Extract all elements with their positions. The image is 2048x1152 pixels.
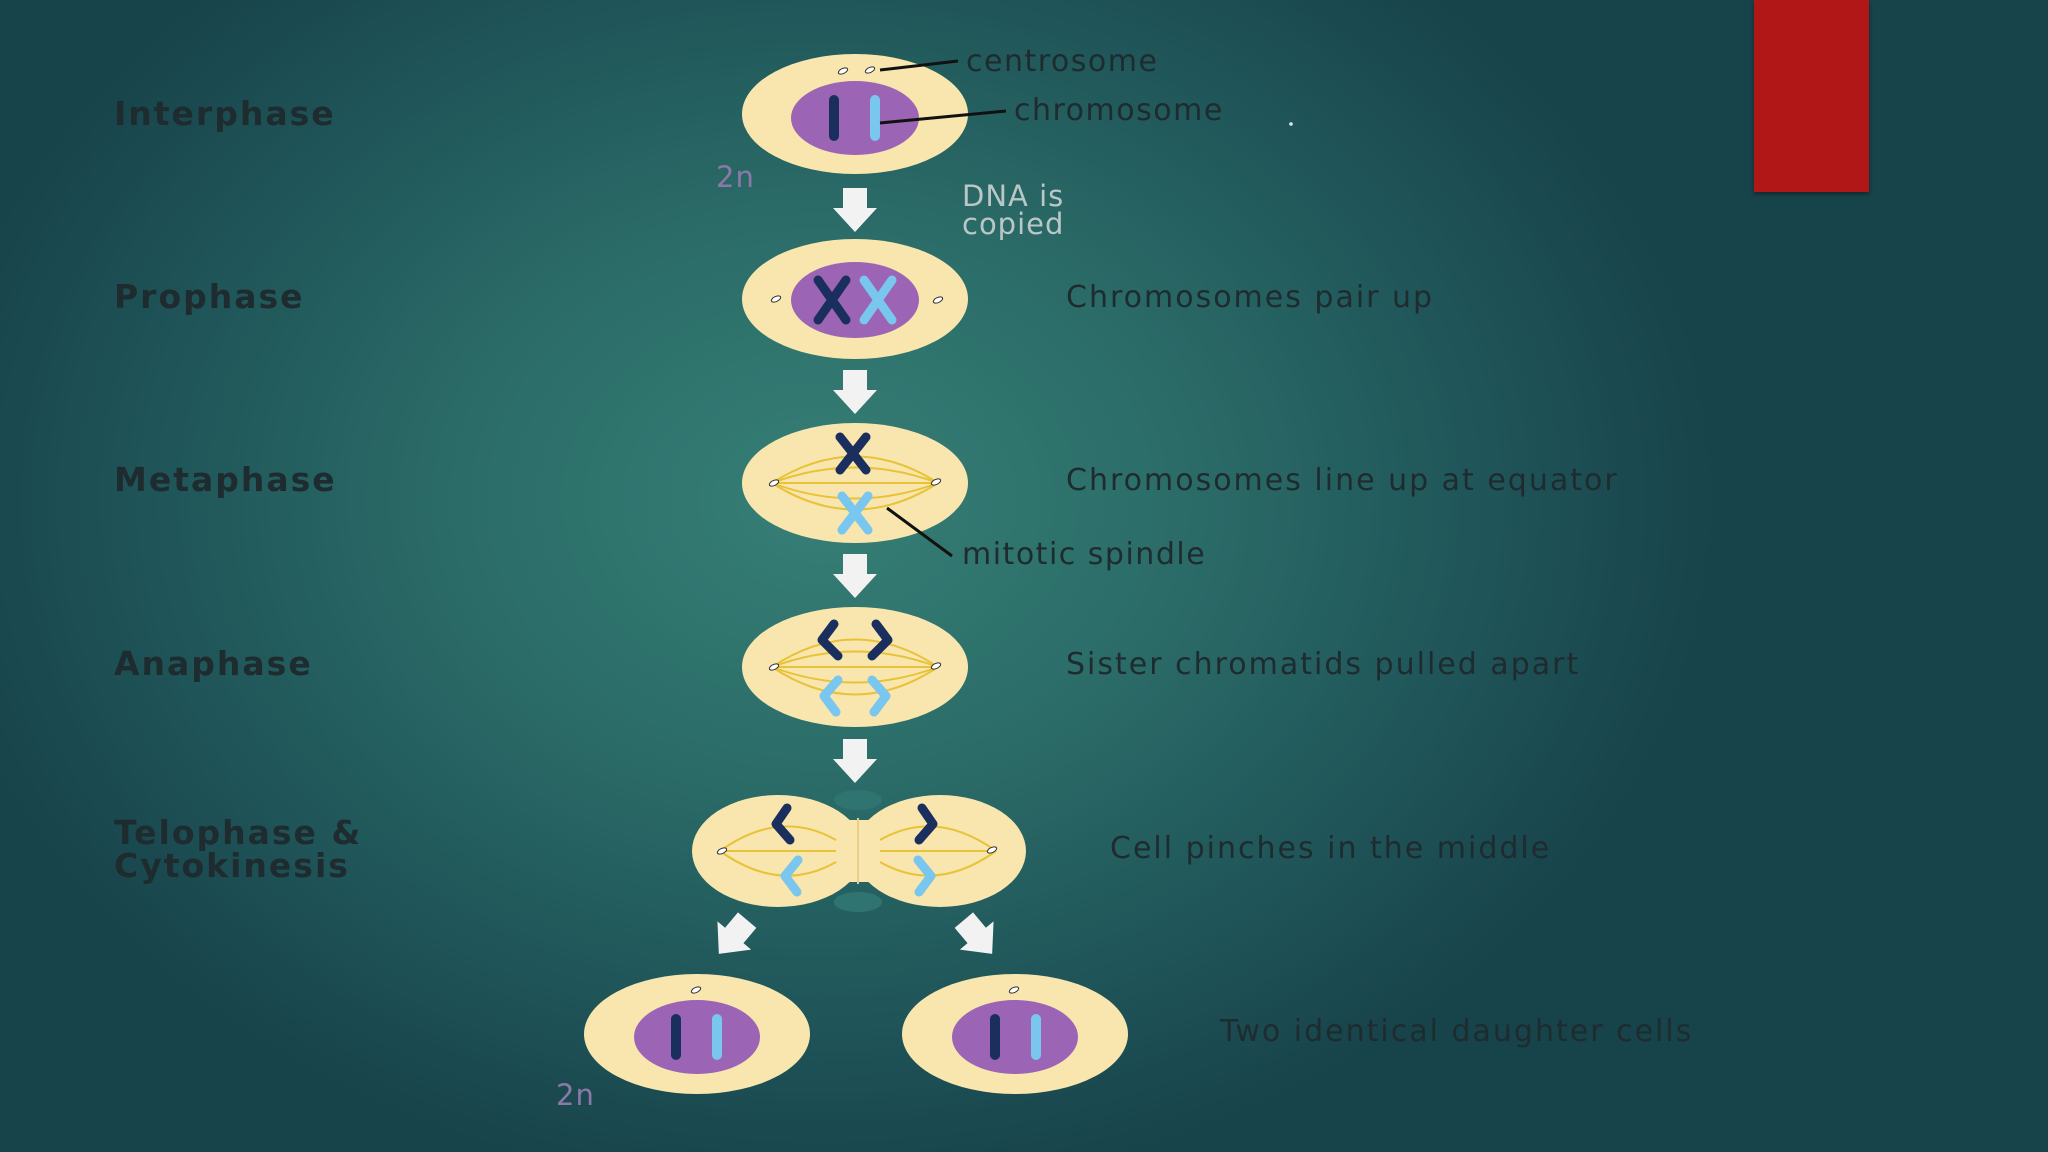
description-daughter-cells: Two identical daughter cells (1220, 1014, 1694, 1049)
stage-label-metaphase: Metaphase (114, 460, 337, 499)
stage-label-telophase: Telophase & (114, 813, 363, 852)
down-left-arrow-icon (717, 912, 757, 954)
description-anaphase: Sister chromatids pulled apart (1066, 647, 1581, 682)
chromosome-dark (671, 1014, 681, 1060)
down-right-arrow-icon (954, 912, 994, 954)
daughter-cell-left (584, 974, 810, 1094)
callout-mitotic-spindle: mitotic spindle (962, 537, 1207, 572)
chromatid-dark (817, 619, 843, 661)
cell-anaphase (742, 607, 968, 727)
nucleus (791, 262, 919, 338)
cell-interphase (742, 54, 1007, 174)
chromosome-light (870, 95, 880, 141)
centrosome-pointer (879, 59, 959, 72)
ploidy-label-daughter: 2n (556, 1078, 595, 1112)
down-arrow-icon (833, 370, 877, 414)
down-arrow-icon (833, 188, 877, 232)
daughter-cell-right (902, 974, 1128, 1094)
nucleus (634, 1000, 760, 1074)
chromatid-light (867, 675, 891, 717)
nucleus (952, 1000, 1078, 1074)
callout-centrosome: centrosome (966, 44, 1159, 79)
cell-metaphase (742, 423, 968, 558)
down-arrow-icon (833, 554, 877, 598)
chromosome-pointer (879, 109, 1007, 125)
chromatid-dark (771, 803, 795, 845)
chromosome-x-light (837, 491, 873, 535)
description-prophase: Chromosomes pair up (1066, 280, 1435, 315)
description-telophase: Cell pinches in the middle (1110, 831, 1552, 866)
accent-block (1754, 0, 1869, 192)
stage-label-interphase: Interphase (114, 94, 336, 133)
ploidy-label-interphase: 2n (716, 160, 755, 194)
callout-chromosome: chromosome (1014, 93, 1224, 128)
chromatid-dark (867, 619, 893, 661)
down-arrow-icon (833, 739, 877, 783)
chromosome-x-dark (813, 275, 851, 325)
chromosome-x-dark (835, 432, 871, 475)
chromatid-light (780, 855, 803, 897)
dna-copied-line1: DNA is (962, 179, 1065, 213)
spindle-pointer (886, 506, 953, 558)
chromosome-light (712, 1014, 722, 1060)
stray-dot (1289, 122, 1293, 126)
spindle-fibers (719, 825, 997, 877)
chromatid-light (913, 855, 936, 897)
chromatid-light (819, 675, 843, 717)
dna-copied-line2: copied (962, 207, 1065, 241)
chromosome-dark (990, 1014, 1000, 1060)
chromatid-dark (914, 803, 938, 845)
chromosome-light (1031, 1014, 1041, 1060)
chromosome-dark (829, 95, 839, 141)
stage-label-prophase: Prophase (114, 277, 305, 316)
cell-prophase (742, 239, 968, 359)
chromosome-x-light (859, 275, 897, 325)
spindle-fibers (771, 638, 939, 696)
cell-telophase (692, 790, 1026, 912)
stage-label-anaphase: Anaphase (114, 644, 313, 683)
description-metaphase: Chromosomes line up at equator (1066, 463, 1619, 498)
nucleus (791, 81, 919, 155)
stage-label-cytokinesis: Cytokinesis (114, 846, 350, 885)
